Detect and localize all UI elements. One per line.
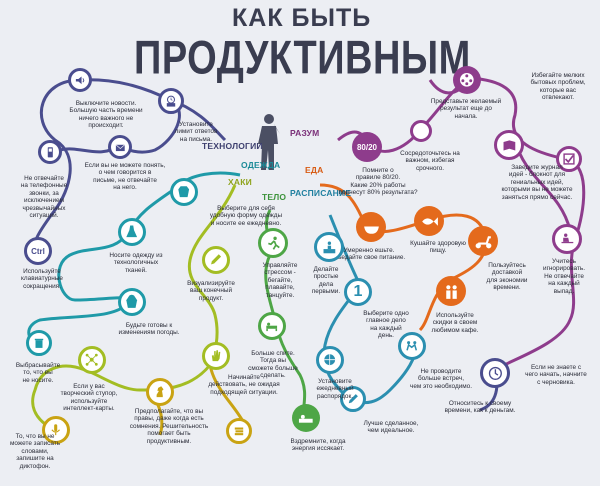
tip-sleep: Больше спите. Тогда вы сможете больше сд… — [248, 350, 298, 380]
couple-icon — [436, 276, 466, 306]
tip-trash: Выбрасывайте то, что вы не носите. — [15, 362, 61, 384]
ball-icon — [316, 346, 344, 374]
ctrl-key-icon: Ctrl — [24, 237, 52, 265]
tip-discounts: Используйте скидки в своем любимом кафе. — [431, 312, 479, 334]
book-stack-icon — [226, 418, 252, 444]
tip-one-thing: Выберите одно главное дело на каждый ден… — [363, 310, 409, 340]
thinker-icon — [254, 112, 282, 172]
tip-delivery: Пользуйтесь доставкой для экономии време… — [486, 262, 528, 292]
tip-clothes-choose: Выберите для себя удобную форму одежды и… — [209, 205, 283, 227]
tip-schedule-daily: Установите ежедневный распорядок. — [316, 378, 354, 400]
tip-email-short: Если вы не можете понять, о чем говоритс… — [84, 162, 166, 192]
tip-clothes-weather: Будьте готовы к изменениям погоды. — [118, 322, 180, 337]
pencil-draw-icon — [202, 246, 230, 274]
hand-icon — [202, 342, 230, 370]
book-icon — [494, 130, 524, 160]
trash-icon — [26, 330, 52, 356]
person-desk-icon — [552, 224, 582, 254]
hoodie-icon — [118, 288, 146, 316]
tip-email-limit: Установите лимит ответов на письма. — [174, 121, 218, 143]
tip-pareto: Помните о правиле 80/20. Какие 20% работ… — [338, 167, 418, 197]
category-schedule: РАСПИСАНИЕ — [290, 188, 352, 198]
speaker-icon — [68, 68, 92, 92]
podium-icon — [314, 232, 344, 262]
tip-healthy-food: Кушайте здоровую пищу. — [410, 240, 466, 255]
tip-visualize-product: Визуализируйте ваш конечный продукт. — [187, 280, 235, 302]
category-mind: РАЗУМ — [290, 128, 320, 138]
tip-visualize-goal: Представьте желаемый результат еще до на… — [430, 98, 502, 120]
dress-icon — [118, 218, 146, 246]
clock-icon — [480, 358, 510, 388]
tip-simple-first: Делайте простые дела первыми. — [311, 266, 341, 296]
category-body: ТЕЛО — [262, 192, 287, 202]
tip-assume-right: Предполагайте, что вы правы, даже когда … — [129, 408, 209, 445]
mindmap-icon — [78, 346, 106, 374]
microphone-icon — [42, 416, 70, 444]
tip-focus: Сосредоточьтесь на важном, избегая срочн… — [400, 150, 460, 172]
tip-act: Начинайте действовать, не ожидая подходя… — [208, 374, 280, 396]
tip-mindmap: Если у вас творческий ступор, используйт… — [60, 383, 118, 413]
target-icon — [410, 120, 432, 142]
category-food: ЕДА — [305, 165, 324, 175]
scooter-icon — [468, 226, 498, 256]
tip-time-money: Относитесь к своему времени, как к деньг… — [444, 400, 516, 415]
nap-icon — [292, 404, 320, 432]
pareto-icon: 80/20 — [352, 132, 382, 162]
tip-done-better: Лучше сделанное, чем идеальное. — [363, 420, 419, 435]
tip-dictaphone: То, что вы не можете записать словами, з… — [9, 433, 61, 470]
jacket-icon — [170, 178, 198, 206]
category-clothes: ОДЕЖДА — [241, 160, 281, 170]
fish-icon — [414, 206, 444, 236]
title-line2: ПРОДУКТИВНЫМ — [134, 32, 471, 85]
mail-clock-icon — [158, 88, 184, 114]
number-one-icon: 1 — [344, 278, 372, 306]
pencil-icon — [340, 386, 366, 412]
tip-meetings: Не проводите больше встреч, чем это необ… — [409, 368, 472, 390]
tip-journal: Заведите журнал идей - блокнот для гениа… — [501, 164, 573, 201]
bowl-icon — [356, 212, 386, 242]
tip-stress: Управляйте стрессом - бегайте, плавайте,… — [262, 262, 298, 299]
tip-start: Если не знаете с чего начать, начните с … — [525, 364, 587, 386]
checkbox-icon — [556, 146, 582, 172]
meeting-icon — [398, 332, 426, 360]
runner-icon — [258, 228, 288, 258]
tip-avoid-small: Избегайте мелких бытовых проблем, которы… — [530, 72, 586, 102]
tip-nap: Вздремните, когда энергия иссякает. — [290, 438, 346, 453]
category-hacks: ХАКИ — [228, 177, 252, 187]
phone-icon — [38, 140, 62, 164]
tip-clothes-tech: Носите одежду из технологичных тканей. — [109, 252, 163, 274]
title-line1: КАК БЫТЬ — [232, 4, 372, 32]
tip-moderate-food: Умеренно ешьте. Съедайте свое питание. — [332, 247, 406, 262]
film-reel-icon — [453, 66, 481, 94]
mail-reply-icon — [108, 135, 132, 159]
tip-news: Выключите новости. Большую часть времени… — [69, 100, 143, 130]
category-tech: ТЕХНОЛОГИИ — [202, 141, 263, 151]
tip-ignore: Учитесь игнорировать. Не отвечайте на ка… — [543, 258, 585, 295]
bed-icon — [258, 312, 286, 340]
tip-shortcuts: Используйте клавиатурные сокращения. — [21, 268, 63, 290]
tip-phone: Не отвечайте на телефонные звонки, за ис… — [20, 175, 68, 220]
chess-knight-icon — [146, 378, 174, 406]
